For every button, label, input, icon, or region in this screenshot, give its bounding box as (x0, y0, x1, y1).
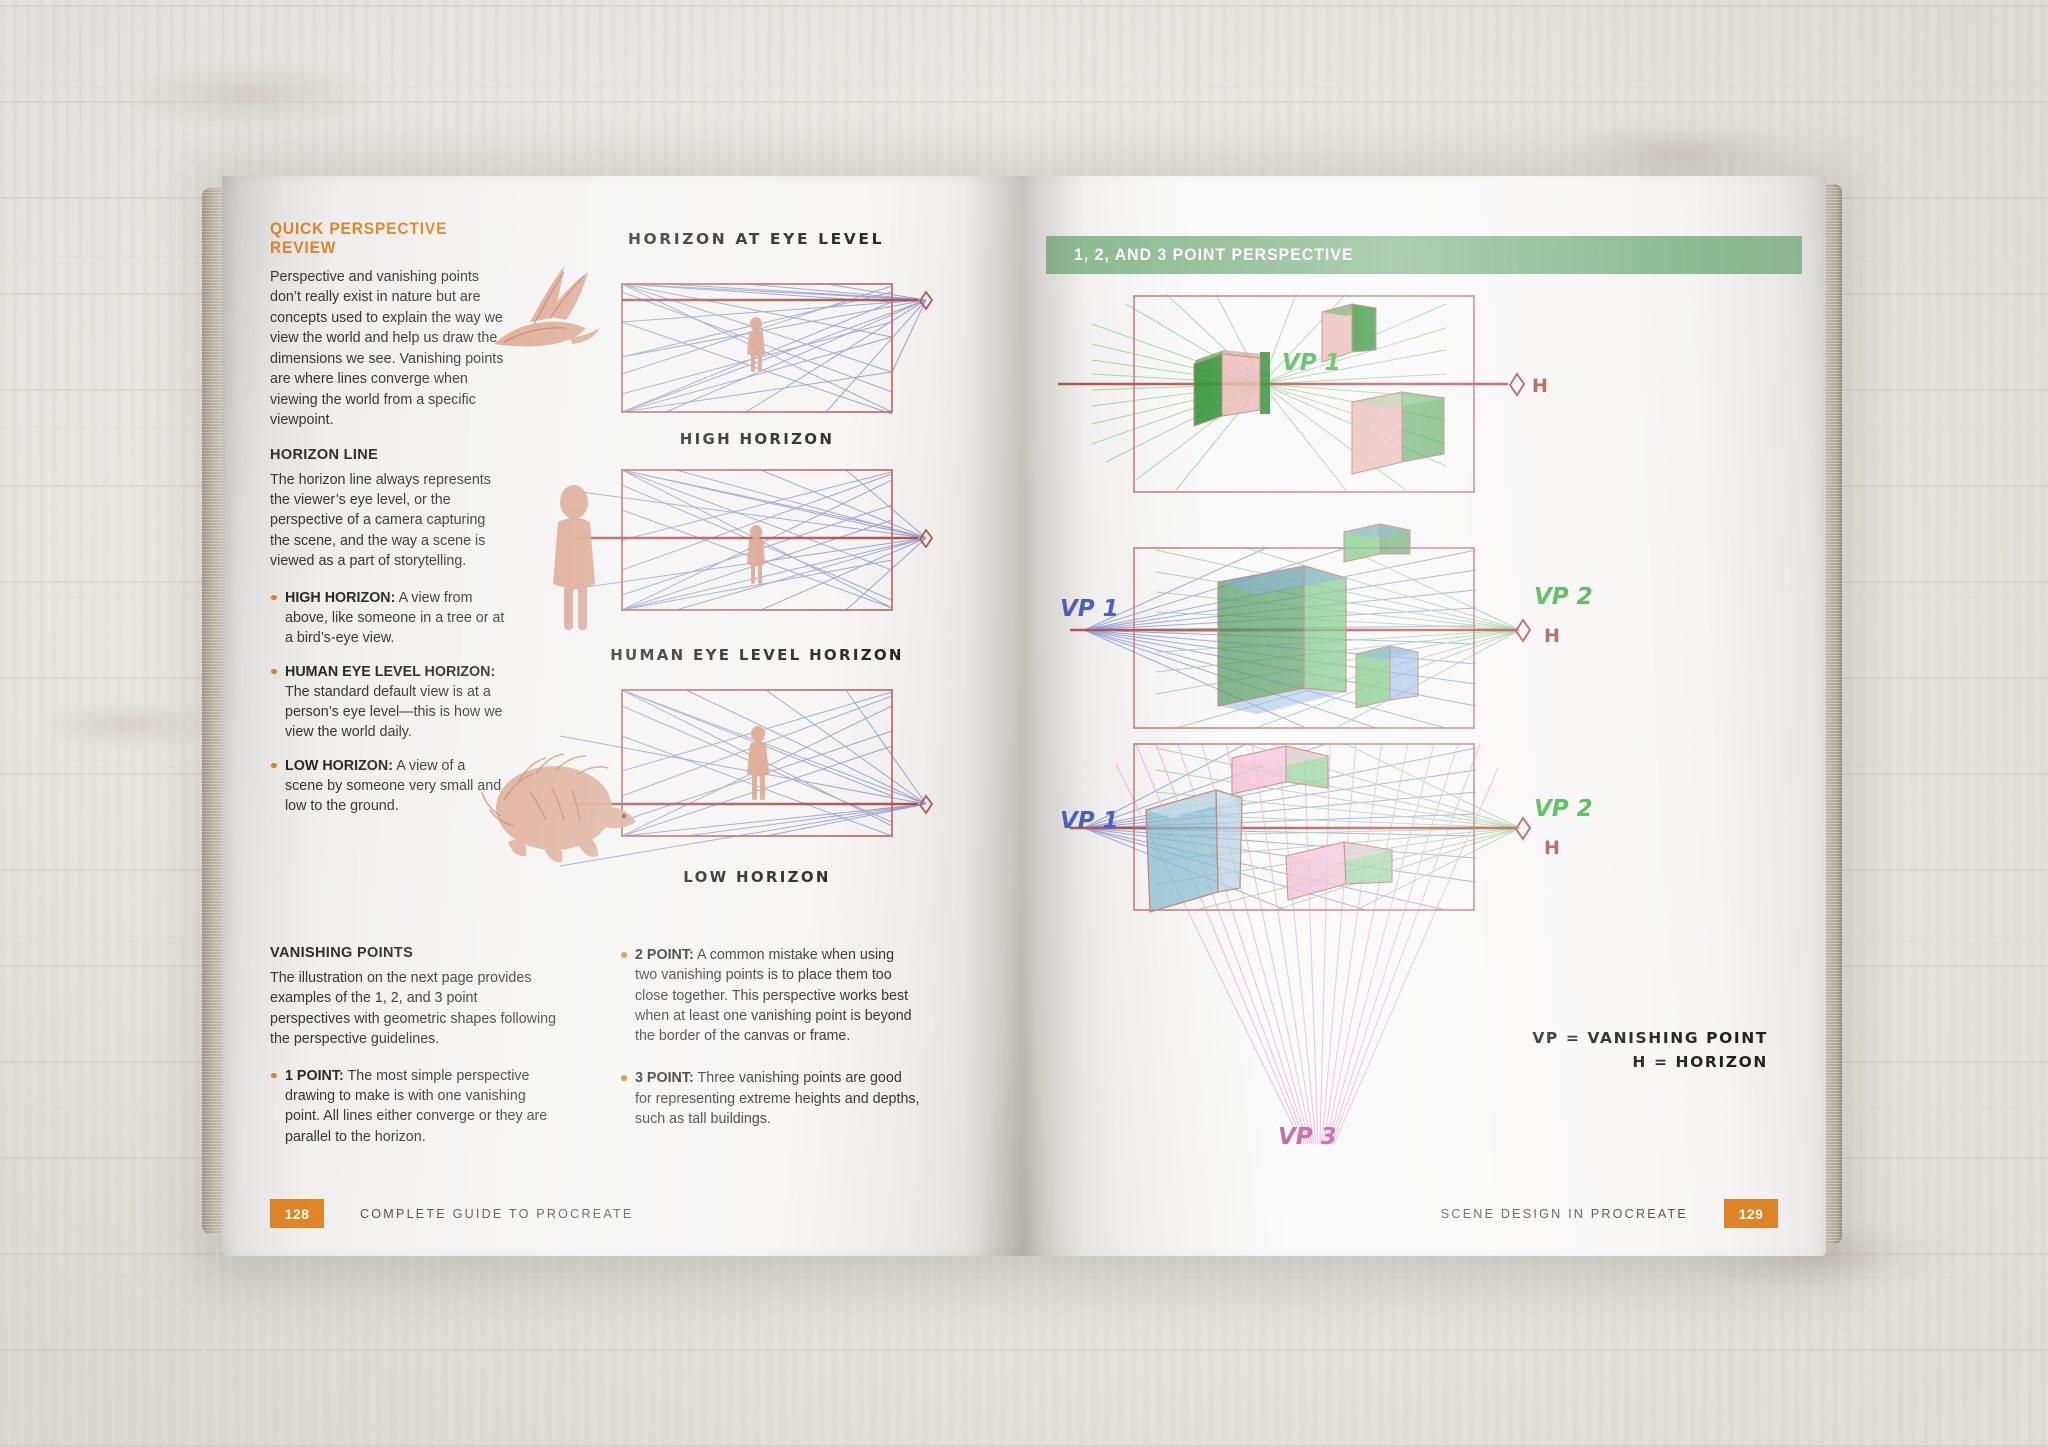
bullet-text: The most simple perspective drawing to m… (285, 1067, 548, 1145)
diagram-legend: VP = VANISHING POINT H = HORIZON (1532, 1026, 1768, 1074)
cube-group-one-point (1193, 303, 1445, 475)
vp-label-1p: VP 1 (1282, 350, 1341, 376)
panel-caption-human: HUMAN EYE LEVEL HORIZON (610, 646, 904, 664)
vanishing-point-marker (918, 794, 934, 815)
vanishing-points-bullet-list-2: 2 POINT: A common mistake when using two… (620, 945, 920, 1129)
list-item: 3 POINT: Three vanishing points are good… (620, 1068, 920, 1129)
legend-line-h: H = HORIZON (1632, 1052, 1768, 1071)
vanishing-points-column-1: VANISHING POINTS The illustration on the… (270, 945, 560, 1160)
horizon-label-1p: H (1532, 375, 1548, 397)
vanishing-points-bullet-list-1: 1 POINT: The most simple perspective dra… (270, 1066, 560, 1147)
cube-group-three-point (1145, 745, 1393, 913)
page-number-right: 129 (1724, 1199, 1778, 1228)
vp-label-2p-left: VP 1 (1060, 596, 1119, 622)
section-banner: 1, 2, AND 3 POINT PERSPECTIVE (1046, 236, 1802, 274)
bullet-text: A view of a scene by someone very small … (285, 757, 502, 815)
bullet-label: LOW HORIZON: (285, 757, 394, 774)
list-item: HUMAN EYE LEVEL HORIZON: The standard de… (270, 662, 506, 743)
perspective-diagram-svg: VP 1 H (1058, 294, 1593, 1150)
vp-label-3p-left: VP 1 (1060, 808, 1119, 834)
bullet-label: HUMAN EYE LEVEL HORIZON: (285, 663, 496, 680)
bullet-label: HIGH HORIZON: (285, 589, 396, 606)
illustration-title: HORIZON AT EYE LEVEL (627, 230, 885, 248)
bullet-text: A common mistake when using two vanishin… (635, 947, 912, 1045)
bullet-text: A view from above, like someone in a tre… (285, 589, 505, 647)
three-point-panel (1070, 743, 1532, 1145)
one-point-panel (1058, 294, 1526, 493)
horizon-illustration: HORIZON AT EYE LEVEL (481, 230, 970, 930)
bullet-text: The standard default view is at a person… (285, 683, 503, 741)
banner-heading: 1, 2, AND 3 POINT PERSPECTIVE (1074, 245, 1354, 264)
bullet-label: 2 POINT: (635, 947, 694, 963)
right-page-content: 1, 2, AND 3 POINT PERSPECTIVE (1046, 208, 1802, 1224)
panel-human-eye-level (553, 469, 934, 630)
running-title-right: SCENE DESIGN IN PROCREATE (1440, 1206, 1688, 1221)
vanishing-points-column-2: 2 POINT: A common mistake when using two… (620, 945, 920, 1142)
intro-paragraph: Perspective and vanishing points don’t r… (270, 269, 504, 429)
running-title-left: COMPLETE GUIDE TO PROCREATE (360, 1206, 634, 1221)
vanishing-point-marker (918, 528, 934, 549)
two-point-panel (1070, 523, 1532, 729)
horizon-marker (1514, 618, 1532, 643)
left-page-content: QUICK PERSPECTIVE REVIEW Perspective and… (270, 210, 970, 1222)
list-item: LOW HORIZON: A view of a scene by someon… (270, 756, 506, 817)
vanishing-points-heading: VANISHING POINTS (270, 945, 414, 961)
footer-left: 128 COMPLETE GUIDE TO PROCREATE (270, 1199, 634, 1228)
left-page: QUICK PERSPECTIVE REVIEW Perspective and… (222, 176, 1022, 1256)
cube-group-two-point (1217, 523, 1419, 714)
horizon-bullet-list: HIGH HORIZON: A view from above, like so… (270, 588, 506, 817)
panel-caption-low: LOW HORIZON (683, 868, 830, 886)
page-number-left: 128 (270, 1199, 324, 1228)
figure-person (747, 726, 769, 800)
legend-line-vp: VP = VANISHING POINT (1532, 1028, 1768, 1047)
left-text-column: QUICK PERSPECTIVE REVIEW Perspective and… (270, 220, 506, 830)
vp-label-3p-bottom: VP 3 (1278, 1124, 1337, 1150)
vp-label-3p-right: VP 2 (1534, 796, 1593, 822)
bird-illustration (494, 266, 600, 347)
footer-right: SCENE DESIGN IN PROCREATE 129 (1441, 1199, 1778, 1228)
page-title: QUICK PERSPECTIVE REVIEW (270, 220, 448, 257)
horizon-marker (1508, 372, 1526, 397)
horizon-marker (1514, 816, 1532, 841)
bullet-label: 3 POINT: (635, 1070, 694, 1087)
panel-low-horizon (559, 689, 934, 867)
figure-person (747, 525, 765, 584)
list-item: 2 POINT: A common mistake when using two… (620, 945, 920, 1046)
bullet-label: 1 POINT: (285, 1067, 344, 1084)
horizon-line-paragraph: The horizon line always represents the v… (270, 471, 491, 570)
hedgehog-illustration (481, 753, 636, 863)
list-item: HIGH HORIZON: A view from above, like so… (270, 588, 506, 649)
figure-person (747, 317, 765, 372)
panel-high-horizon (621, 283, 934, 415)
horizon-label-2p: H (1544, 625, 1560, 647)
vanishing-point-marker (918, 290, 934, 311)
open-book: QUICK PERSPECTIVE REVIEW Perspective and… (196, 164, 1856, 1284)
panel-caption-high: HIGH HORIZON (680, 430, 834, 448)
horizon-line-heading: HORIZON LINE (270, 446, 379, 463)
horizon-panels-svg: HIGH HORIZON (553, 283, 934, 886)
vp-label-2p-right: VP 2 (1534, 584, 1593, 610)
bullet-text: Three vanishing points are good for repr… (635, 1070, 920, 1128)
list-item: 1 POINT: The most simple perspective dra… (270, 1066, 560, 1147)
right-page: 1, 2, AND 3 POINT PERSPECTIVE (1022, 176, 1826, 1256)
vanishing-points-paragraph: The illustration on the next page provid… (270, 970, 557, 1048)
figure-person-large (553, 485, 595, 630)
horizon-label-3p: H (1544, 837, 1560, 859)
